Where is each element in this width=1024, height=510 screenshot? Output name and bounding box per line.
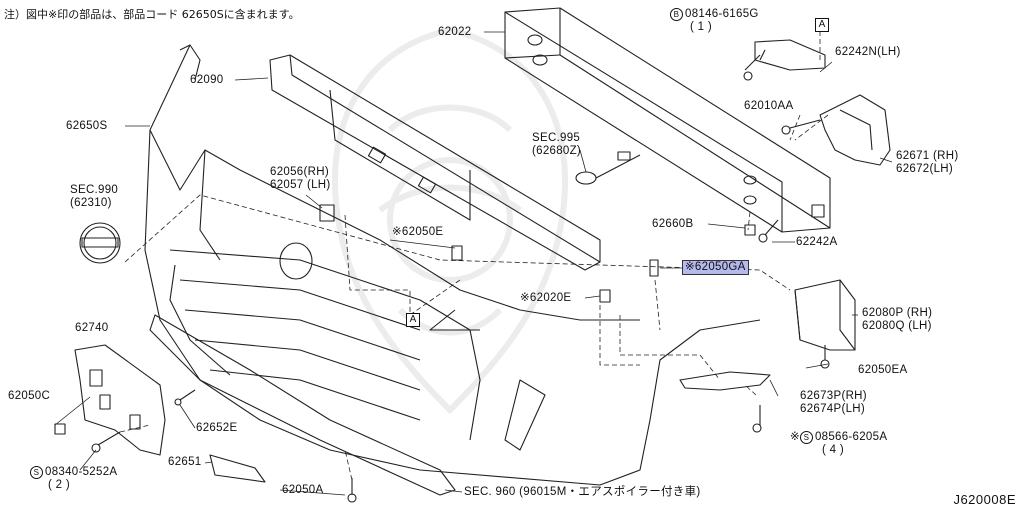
tow-hook-sec995 (575, 151, 641, 185)
bumper-fascia-62650S (144, 44, 761, 486)
bolt-62010AA (781, 119, 821, 135)
marker-a-top: A (815, 18, 829, 32)
label-62090[interactable]: 62090 (190, 74, 224, 86)
marker-a-mid: A (406, 313, 420, 327)
bolt-62050EA (820, 345, 830, 369)
label-62080q[interactable]: 62080Q (LH) (862, 320, 932, 332)
label-sec995[interactable]: SEC.995 (532, 132, 581, 144)
bolt-08340 (91, 431, 121, 453)
diagram-code: J620008E (953, 492, 1016, 507)
label-62242n[interactable]: 62242N(LH) (835, 46, 901, 58)
bracket-62242N (754, 39, 826, 71)
label-62050e[interactable]: ※62050E (392, 226, 444, 238)
reinforcement-beam-62022 (504, 7, 831, 233)
label-62057[interactable]: 62057 (LH) (270, 179, 331, 191)
lower-spoiler-sec960 (149, 314, 456, 496)
label-62652e[interactable]: 62652E (196, 422, 238, 434)
bracket-62673P (679, 371, 771, 391)
label-62050c[interactable]: 62050C (8, 390, 51, 402)
bolt-62242A (758, 219, 779, 243)
bolt-08146 (743, 54, 761, 81)
label-62050a[interactable]: 62050A (282, 484, 324, 496)
label-62242a[interactable]: 62242A (796, 236, 838, 248)
label-62672[interactable]: 62672(LH) (896, 163, 954, 175)
clip-62056 (319, 204, 335, 222)
bolt-62652E (174, 389, 196, 406)
label-62673p[interactable]: 62673P(RH) (800, 390, 867, 402)
label-62674p[interactable]: 62674P(LH) (800, 403, 866, 415)
label-62740[interactable]: 62740 (75, 322, 109, 334)
label-62671[interactable]: 62671 (RH) (896, 150, 959, 162)
label-62080p[interactable]: 62080P (RH) (862, 307, 933, 319)
bolt-08566 (752, 405, 762, 433)
nut-62660B (744, 224, 756, 236)
label-08146-text: 08146-6165G (685, 8, 759, 20)
bracket-62651 (209, 454, 266, 483)
label-62050ea[interactable]: 62050EA (858, 364, 908, 376)
solid-leaders (54, 31, 893, 496)
label-sec995-sub: (62680Z) (532, 145, 582, 157)
label-08340-text: 08340-5252A (45, 466, 118, 478)
label-08566-qty: ( 4 ) (822, 444, 844, 456)
stay-62671 (819, 94, 891, 166)
label-62056[interactable]: 62056(RH) (270, 166, 329, 178)
label-62660b[interactable]: 62660B (652, 218, 694, 230)
label-62050ga-highlighted[interactable]: ※62050GA (682, 260, 749, 275)
b-circle-icon: B (670, 8, 683, 21)
clip-62050E (451, 245, 463, 261)
label-sec990[interactable]: SEC.990 (70, 184, 119, 196)
license-bracket-62740 (74, 344, 166, 456)
label-62651[interactable]: 62651 (168, 456, 202, 468)
clip-62020E (599, 289, 611, 303)
clip-62050C (54, 423, 66, 435)
label-08566-text: 08566-6205A (814, 431, 888, 443)
label-08340-qty: ( 2 ) (48, 479, 70, 491)
label-sec960[interactable]: SEC. 960 (96015M・エアスポイラー付き車) (464, 486, 701, 498)
s-circle-icon: S (799, 431, 813, 444)
clip-62050GA (649, 259, 659, 277)
leader-lines (119, 30, 829, 481)
emblem-sec990 (79, 222, 121, 264)
bolt-62050A (347, 478, 357, 503)
s-circle-icon: S (30, 466, 43, 479)
label-62020e[interactable]: ※62020E (520, 292, 572, 304)
note-text: 注）図中※印の部品は、部品コード 62650Sに含まれます。 (4, 8, 300, 21)
label-62010aa[interactable]: 62010AA (744, 100, 794, 112)
label-sec990-sub: (62310) (70, 197, 112, 209)
label-62022[interactable]: 62022 (438, 26, 472, 38)
label-62650s[interactable]: 62650S (66, 120, 108, 132)
bracket-62080P (794, 279, 856, 351)
label-08146-qty: ( 1 ) (690, 21, 712, 33)
energy-absorber-62090 (269, 54, 601, 271)
